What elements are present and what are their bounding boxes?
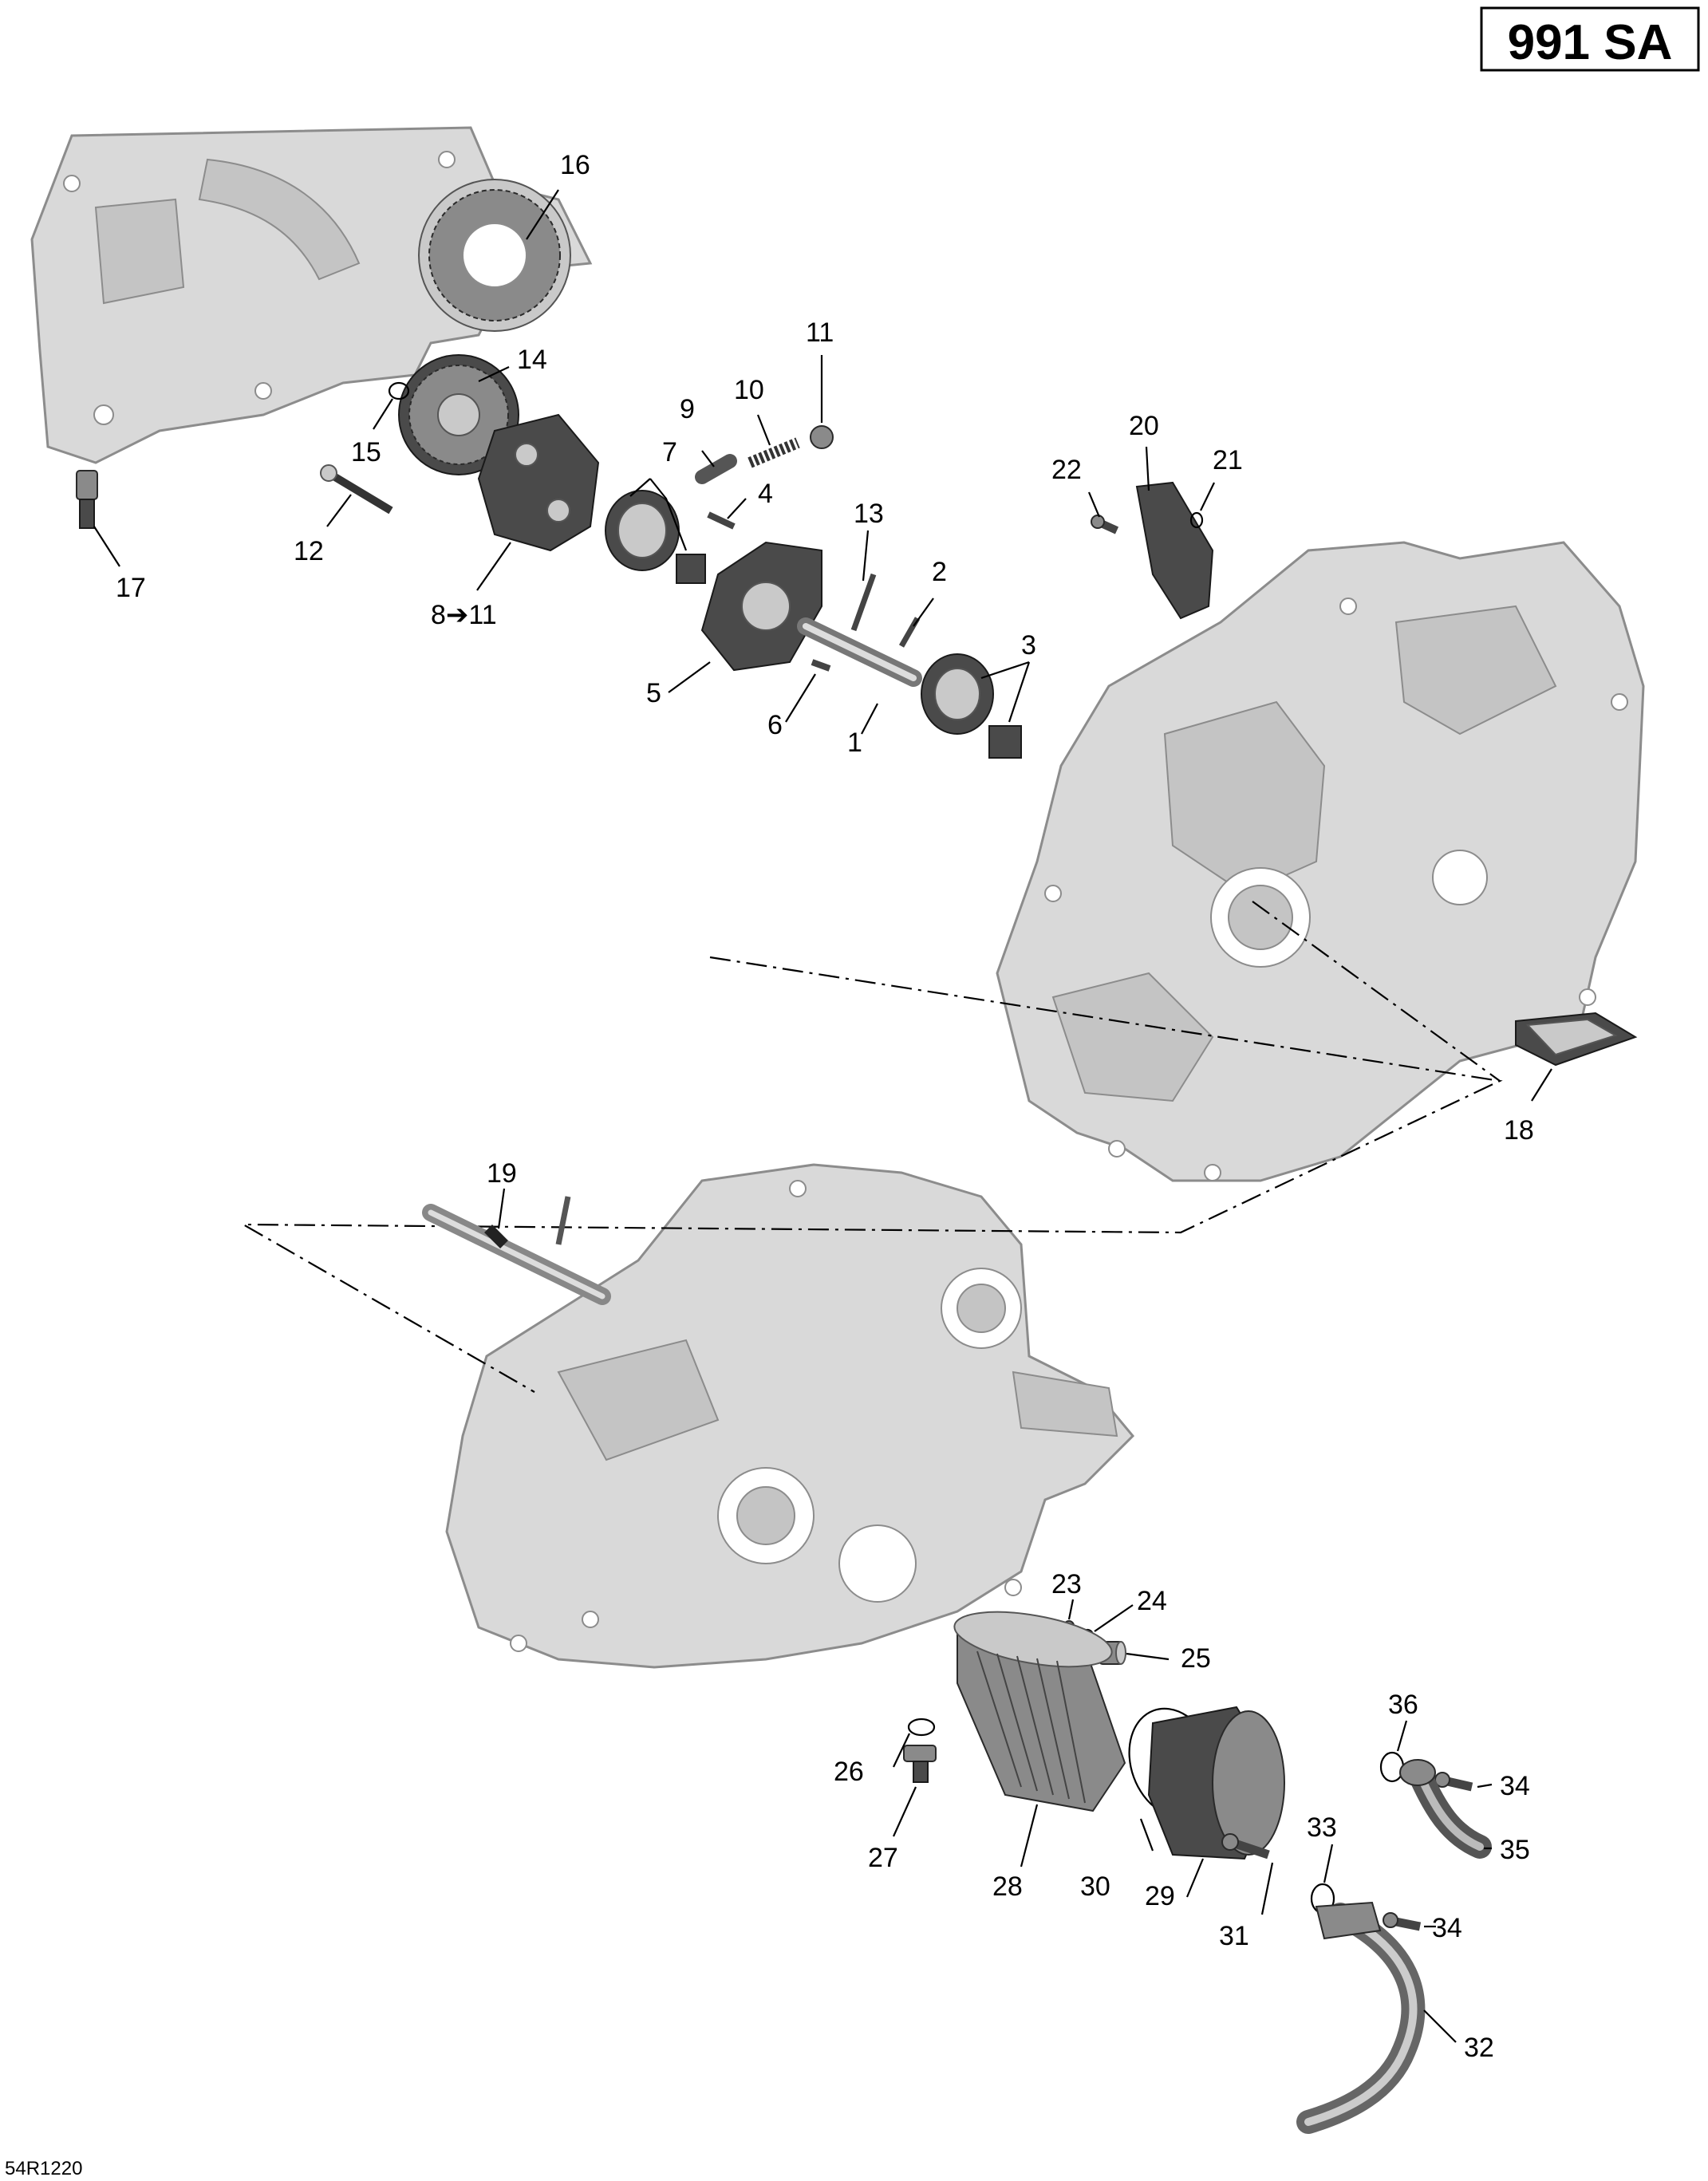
callout-22: 22 [1051,455,1082,485]
callout-5: 5 [646,678,661,708]
part-15-circlip [388,381,410,400]
part-7-rotor-set [605,490,706,584]
part-27-drain-plug [903,1745,937,1783]
model-code-box: 991 SA [1480,6,1700,72]
part-1-shaft [797,617,922,687]
part-34-screw-lower [1383,1912,1422,1931]
callout-1: 1 [847,728,862,758]
callout-31: 31 [1219,1921,1249,1951]
callout-16: 16 [560,150,590,180]
part-13-pin [850,573,877,632]
callout-23: 23 [1051,1569,1082,1599]
part-34-screw-upper [1434,1772,1473,1792]
callout-13: 13 [854,499,884,529]
part-18-strainer [1515,1012,1638,1067]
callout-8: 8➔11 [431,600,497,630]
part-8-pump-housing [477,413,600,552]
callout-19: 19 [487,1158,517,1189]
callout-11: 11 [806,317,834,348]
part-22-screw [1091,515,1119,534]
callout-24: 24 [1137,1586,1167,1616]
callout-32: 32 [1464,2033,1494,2063]
callout-12: 12 [294,536,324,566]
part-11-plug [810,425,834,449]
part-31-screw [1221,1833,1270,1860]
callout-35: 35 [1500,1835,1530,1865]
part-4-pin [707,511,736,530]
callout-29: 29 [1145,1881,1175,1911]
part-10-spring [747,437,800,468]
callout-6: 6 [767,710,783,740]
callout-28: 28 [992,1871,1023,1902]
callout-27: 27 [868,1843,898,1873]
callout-2: 2 [932,557,947,587]
callout-34-upper: 34 [1500,1771,1530,1801]
part-36-o-ring [1379,1751,1405,1783]
part-14-gear [398,354,519,475]
part-32-pipe [1296,1901,1426,2134]
callout-7: 7 [662,437,677,467]
callout-26: 26 [834,1757,864,1787]
callout-15: 15 [351,437,381,467]
callout-9: 9 [680,394,695,424]
part-5-pump-body [700,541,822,672]
leader-lines [93,189,1552,2043]
callout-20: 20 [1129,411,1159,441]
part-3-rotor-set [921,653,1022,759]
part-21-o-ring [1189,511,1204,529]
callout-14: 14 [517,345,547,375]
callout-21: 21 [1213,445,1243,475]
callout-36: 36 [1388,1690,1418,1720]
callout-4: 4 [758,479,773,509]
drawing-reference: 54R1220 [5,2158,82,2179]
shaft-axis-line [1252,901,1501,1082]
callout-30: 30 [1080,1871,1110,1902]
lower-crankcase-half [445,1163,1135,1669]
alignment-phantom-line [239,956,1503,1393]
part-19-shaft [422,1196,611,1305]
callout-10: 10 [734,375,764,405]
part-28-oil-filter [953,1611,1126,1812]
part-16-gear [418,179,571,332]
part-9-plunger [695,454,737,484]
part-26-o-ring [907,1718,936,1737]
callout-3: 3 [1021,630,1036,661]
part-29-filter-cover [1147,1706,1285,1860]
part-17-sensor [76,470,98,529]
part-12-screw [320,464,393,515]
callout-34-lower: 34 [1432,1913,1462,1943]
part-20-cover-plate [1135,481,1214,620]
right-crankcase-half [996,541,1645,1182]
part-6-pin [811,659,831,672]
callout-25: 25 [1181,1643,1211,1674]
part-35-elbow-fitting [1399,1759,1492,1859]
callout-numbers: 1 2 3 4 5 6 7 8➔11 9 10 11 12 13 14 15 1… [116,150,1534,2063]
callout-33: 33 [1307,1812,1337,1843]
callout-18: 18 [1504,1115,1534,1146]
part-2-pin [898,617,921,648]
callout-17: 17 [116,573,146,603]
model-code: 991 SA [1508,15,1673,70]
